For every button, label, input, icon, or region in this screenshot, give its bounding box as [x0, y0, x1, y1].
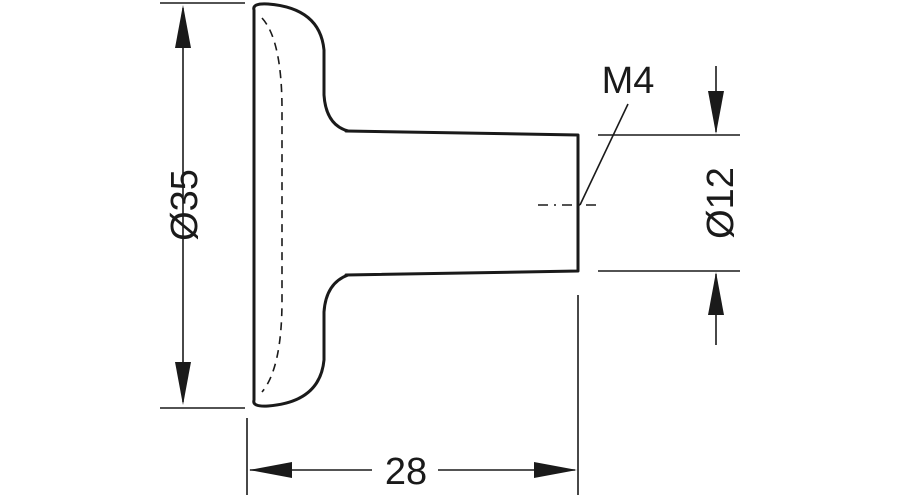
arrow-right-icon	[534, 462, 577, 478]
arrow-up-icon	[708, 272, 724, 315]
knob-shank-outline	[344, 129, 580, 277]
length-label-background	[372, 447, 438, 492]
head-diameter-dimension: Ø35	[164, 5, 206, 405]
arrow-down-icon	[175, 362, 191, 405]
head-diameter-label: Ø35	[164, 169, 206, 241]
arrow-up-icon	[175, 5, 191, 48]
arrow-down-icon	[708, 91, 724, 134]
thread-callout: M4	[579, 60, 655, 206]
inner-cap-hidden-line	[261, 17, 283, 393]
length-dimension: 28	[249, 447, 577, 493]
shank-diameter-label: Ø12	[700, 167, 742, 239]
thread-leader-line	[579, 103, 629, 206]
shank-diameter-dimension: Ø12	[700, 66, 742, 345]
thread-label: M4	[602, 60, 655, 102]
length-label: 28	[385, 451, 427, 493]
arrow-left-icon	[249, 462, 292, 478]
knob-head-outline	[252, 2, 350, 408]
